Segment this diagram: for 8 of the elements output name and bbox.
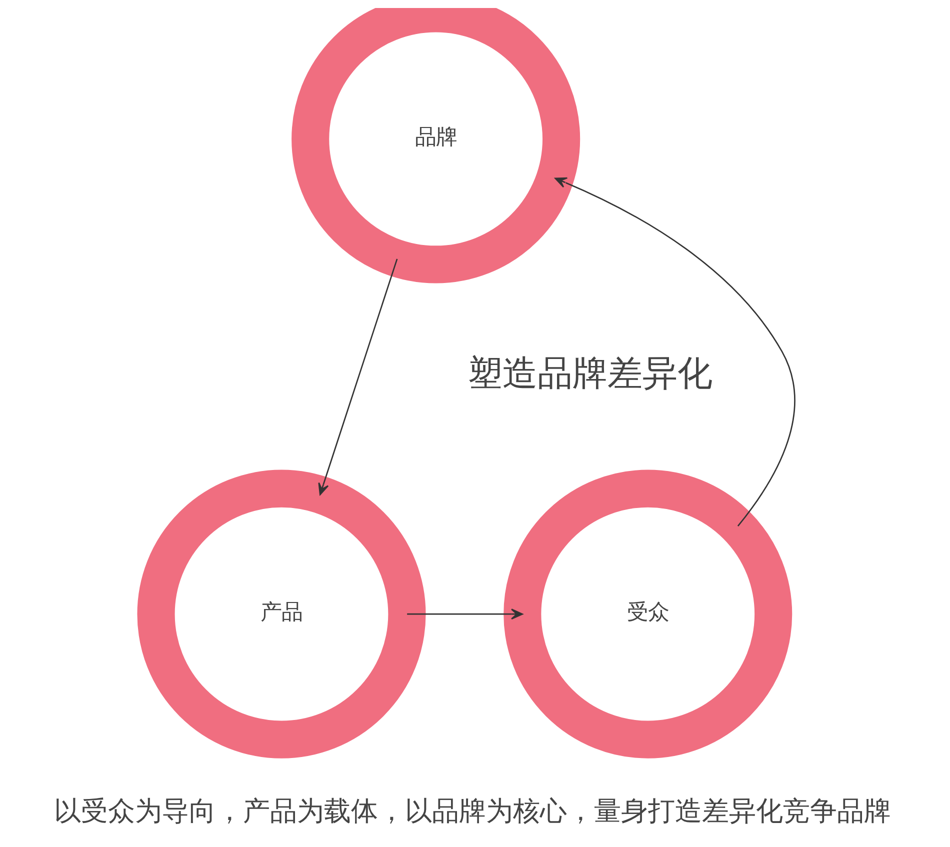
arrow: [406, 608, 522, 620]
node-circle: 受众: [503, 470, 792, 758]
arrow: [318, 258, 398, 496]
arrow: [554, 177, 795, 526]
caption: 以受众为导向，产品为载体，以品牌为核心，量身打造差异化竞争品牌: [54, 796, 891, 828]
node-circle: 品牌: [291, 8, 580, 284]
label: 塑造品牌差异化: [467, 354, 712, 394]
node-circle: 产品: [136, 470, 426, 758]
